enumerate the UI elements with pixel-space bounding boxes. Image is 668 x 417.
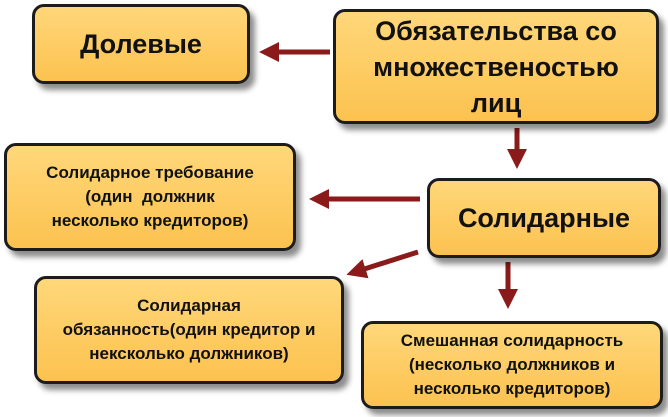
arrow-to-solidarnaya-obyazannost xyxy=(346,249,419,279)
node-solidarnaya-obyazannost-line-2: обязанность(один кредитор и xyxy=(62,320,316,339)
node-smeshannaya-line-3: несколько кредиторов) xyxy=(413,379,611,398)
node-obyazatelstva-line-2: множественостью xyxy=(373,51,619,82)
node-smeshannaya: Смешанная солидарность (несколько должни… xyxy=(361,321,663,409)
node-solidarnoe-trebovanie: Солидарное требование (один должник неск… xyxy=(4,143,296,251)
node-dolevye-label: Долевые xyxy=(80,28,202,59)
node-smeshannaya-line-2: (несколько должников и xyxy=(408,355,616,374)
node-solidarnoe-trebovanie-line-3: несколько кредиторов) xyxy=(51,211,249,230)
node-solidarnoe-trebovanie-line-2: (один должник xyxy=(85,187,215,206)
node-solidarnaya-obyazannost-line-3: нексколько должников) xyxy=(89,344,289,363)
node-solidarnoe-trebovanie-line-1: Солидарное требование xyxy=(46,163,254,182)
node-obyazatelstva-line-1: Обязательства со xyxy=(375,15,617,46)
node-solidarnye: Солидарные xyxy=(427,178,661,258)
node-solidarnaya-obyazannost-line-1: Солидарная xyxy=(137,296,241,315)
node-solidarnye-label: Солидарные xyxy=(457,202,631,233)
node-dolevye: Долевые xyxy=(32,4,250,84)
node-obyazatelstva-line-3: лиц xyxy=(470,87,522,118)
node-smeshannaya-line-1: Смешанная солидарность xyxy=(400,331,624,350)
node-obyazatelstva: Обязательства со множественостью лиц xyxy=(333,9,659,124)
node-solidarnaya-obyazannost: Солидарная обязанность(один кредитор и н… xyxy=(34,276,344,384)
